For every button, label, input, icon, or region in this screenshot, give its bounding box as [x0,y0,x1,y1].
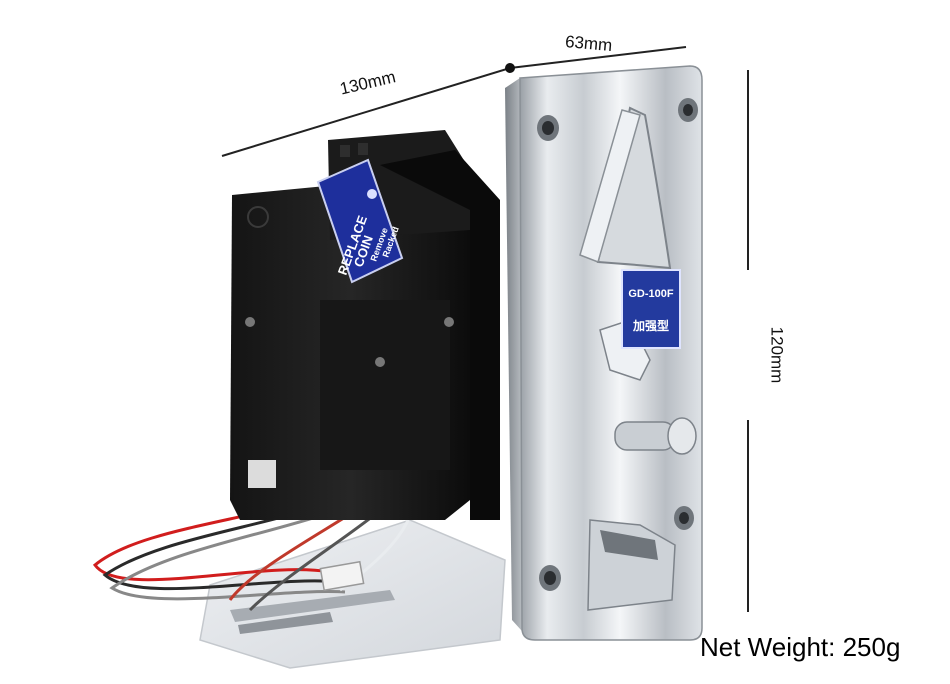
model-badge: GD-100F 加强型 [621,269,681,349]
dimension-lines [221,46,749,612]
height-label: 120mm [767,326,787,384]
connector-plug [319,560,365,592]
replace-coin-tag: REPLACE COIN Remove Racked [316,158,404,284]
net-weight-label: Net Weight: 250g [700,632,901,662]
width-label: 63mm [564,32,614,56]
badge-model: GD-100F [628,288,674,300]
badge-type: 加强型 [632,318,669,333]
accessory-bag [199,519,506,669]
front-plate [505,65,703,641]
